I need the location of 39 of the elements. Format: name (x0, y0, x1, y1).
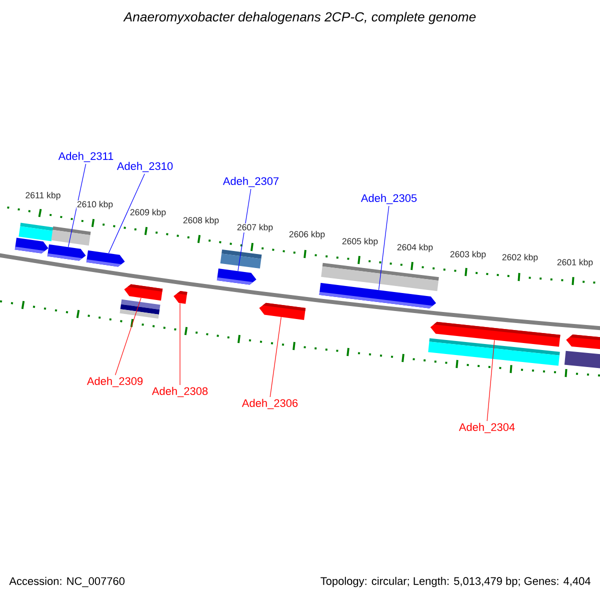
scale-label: 2603 kbp (450, 250, 487, 260)
genome-info-text: Topology: circular; Length: 5,013,479 bp; Genes: 4,404 (320, 576, 590, 588)
gene-feature (566, 334, 600, 350)
scale-label: 2605 kbp (342, 237, 379, 247)
leader-line (114, 298, 142, 376)
scale-label: 2607 kbp (236, 223, 274, 233)
gene-label: Adeh_2309 (86, 376, 143, 388)
gene-feature (430, 322, 560, 347)
gene-feature (124, 284, 163, 301)
gene-label: Adeh_2305 (360, 194, 417, 204)
gene-label: Adeh_2311 (58, 152, 114, 162)
leader-line (68, 164, 86, 248)
leader-line (238, 188, 252, 272)
title: Anaeromyxobacter dehalogenans 2CP-C, complete genome (123, 12, 476, 24)
leader-line (378, 206, 390, 290)
gene-label: Adeh_2306 (242, 398, 298, 410)
leader-line (486, 340, 495, 422)
gene-feature (259, 302, 306, 320)
scale-label: 2608 kbp (182, 216, 220, 226)
gene-label: Adeh_2308 (152, 386, 208, 398)
scale-label: 2611 kbp (24, 191, 62, 201)
gene-feature (47, 244, 86, 261)
scale-label: 2610 kbp (76, 200, 114, 210)
leader-line (270, 316, 282, 398)
scale-label: 2601 kbp (556, 258, 594, 268)
scale-label: 2602 kbp (502, 253, 539, 263)
gene-label: Adeh_2307 (222, 176, 279, 188)
gene-label: Adeh_2304 (458, 422, 515, 434)
scale-label: 2606 kbp (288, 230, 326, 240)
gene-feature (216, 268, 256, 285)
gene-feature (86, 250, 125, 267)
accession-text: Accession: NC_007760 (9, 576, 125, 588)
scale-label: 2604 kbp (396, 243, 434, 253)
gene-feature (14, 238, 48, 254)
scale-label: 2609 kbp (129, 208, 167, 218)
gene-feature (319, 282, 436, 308)
gene-feature (174, 291, 188, 304)
gene-label: Adeh_2310 (116, 162, 173, 172)
leader-line (108, 174, 145, 254)
